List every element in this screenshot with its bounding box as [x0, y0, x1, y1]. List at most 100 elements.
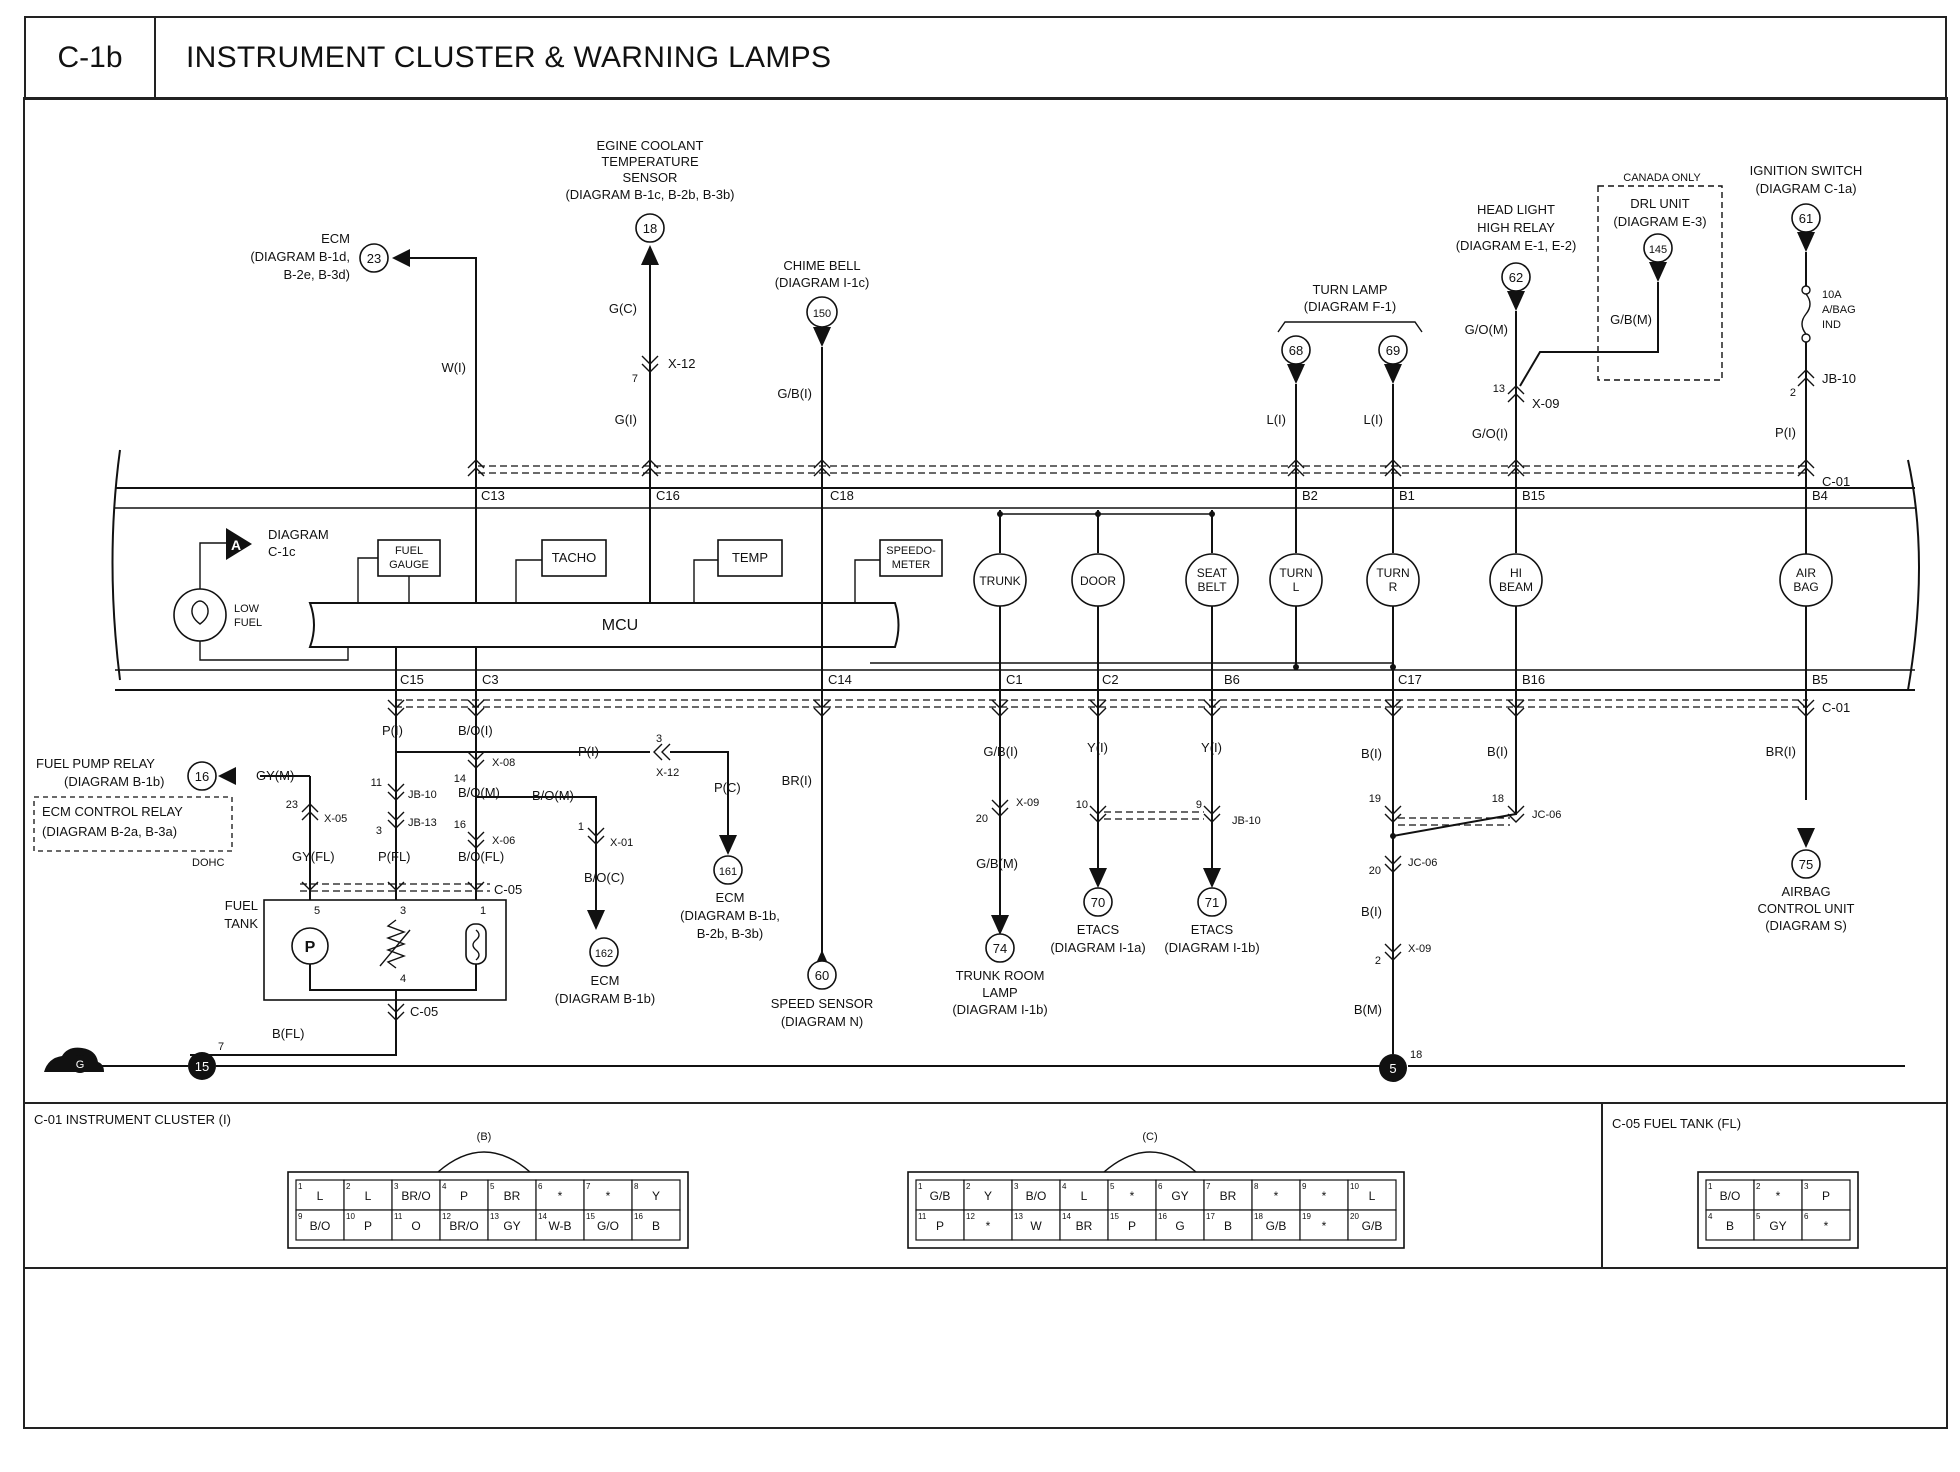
conn-c-pin-number: 17 — [1206, 1212, 1215, 1221]
turnlamp-label-1: TURN LAMP — [1312, 282, 1387, 297]
speed-label-1: SPEED SENSOR — [771, 996, 874, 1011]
gauge-temp-label: TEMP — [732, 550, 768, 565]
bottom-connector-marks: C15 C3 C14 C1 C2 B6 C17 B16 B5 C-01 — [387, 672, 1850, 717]
etacs-70-ref: Y(I) 10 70 ETACS (DIAGRAM I-1a) — [1050, 647, 1146, 955]
conn-c-pin-wire: GY — [1171, 1189, 1188, 1203]
ecmrelay-label-2: (DIAGRAM B-2a, B-3a) — [42, 824, 177, 839]
conn-c-pin-wire: BR — [1076, 1219, 1093, 1233]
turnlamp-number-1: 68 — [1289, 343, 1303, 358]
headlight-label-2: HIGH RELAY — [1477, 220, 1555, 235]
turnlamp-number-2: 69 — [1386, 343, 1400, 358]
conn-b-pin-3: 3BR/O — [391, 1179, 441, 1211]
speed-wire: BR(I) — [782, 773, 812, 788]
etacs71-conn: JB-10 — [1232, 815, 1261, 827]
bottom-conn-c01: C-01 — [1822, 700, 1850, 715]
x01-pin: 1 — [578, 821, 584, 833]
bo-pin-2: 16 — [454, 819, 466, 831]
conn-c-pin-3: 3B/O — [1011, 1179, 1061, 1211]
etacs70-number: 70 — [1091, 895, 1105, 910]
coolant-label-3: SENSOR — [623, 170, 678, 185]
ground5-pin-18: 18 — [1492, 793, 1504, 805]
conn-c-pin-1: 1G/B — [915, 1179, 965, 1211]
conn-b-pin-number: 4 — [442, 1182, 447, 1191]
conn-fuel-pin-6: 6* — [1801, 1209, 1851, 1241]
lamp-turn-r-label: R — [1389, 580, 1398, 594]
chime-wire: G/B(I) — [777, 386, 812, 401]
connector-views: C-01 INSTRUMENT CLUSTER (I) C-05 FUEL TA… — [34, 1112, 1859, 1249]
lamp-hi-beam-label: HI — [1510, 566, 1522, 580]
gauge-temp: TEMP — [693, 539, 783, 603]
gauge-fuel-label-2: GAUGE — [389, 559, 429, 571]
conn-b-pin-15: 15G/O — [583, 1209, 633, 1241]
headlight-conn: X-09 — [1532, 396, 1559, 411]
conn-b-pin-4: 4P — [439, 1179, 489, 1211]
ecm-23-number: 23 — [367, 251, 381, 266]
etacs71-wire: Y(I) — [1201, 740, 1222, 755]
p-conn-1: JB-10 — [408, 789, 437, 801]
conn-b-pin-wire: B/O — [310, 1219, 331, 1233]
headlight-wire-1: G/O(M) — [1465, 322, 1508, 337]
c01-title: C-01 INSTRUMENT CLUSTER (I) — [34, 1112, 231, 1127]
etacs71-number: 71 — [1205, 895, 1219, 910]
ecm-23-label-1: ECM — [321, 231, 350, 246]
ecm-161-label-1: ECM — [716, 890, 745, 905]
etacs71-label-2: (DIAGRAM I-1b) — [1164, 940, 1259, 955]
ecmrelay-label-1: ECM CONTROL RELAY — [42, 804, 183, 819]
conn-b-pin-number: 1 — [298, 1182, 303, 1191]
gauge-speedo-label-2: METER — [892, 559, 931, 571]
conn-c-pin-number: 20 — [1350, 1212, 1359, 1221]
fuel-tank-label-1: FUEL — [225, 898, 258, 913]
turnlamp-wire-1: L(I) — [1267, 412, 1287, 427]
conn-fuel-pin-number: 1 — [1708, 1182, 1713, 1191]
conn-c-pin-8: 8* — [1251, 1179, 1301, 1211]
pin-b6: B6 — [1224, 672, 1240, 687]
drl-label-1: DRL UNIT — [1630, 196, 1690, 211]
top-connector-marks: C-01 — [467, 459, 1850, 489]
conn-b-pin-14: 14W-B — [535, 1209, 585, 1241]
conn-b-pin-10: 10P — [343, 1209, 393, 1241]
conn-fuel-pin-wire: * — [1824, 1219, 1829, 1233]
conn-c-pin-number: 13 — [1014, 1212, 1023, 1221]
ecm-23-ref: ECM (DIAGRAM B-1d, B-2e, B-3d) 23 W(I) C… — [250, 231, 505, 603]
conn-c-pin-wire: L — [1081, 1189, 1088, 1203]
pin-b15: B15 — [1522, 488, 1545, 503]
conn-b-pin-number: 11 — [394, 1212, 403, 1221]
conn-b-pin-wire: BR/O — [401, 1189, 430, 1203]
lamp-air-bag-label: AIR — [1796, 566, 1816, 580]
low-fuel-lamp: LOW FUEL — [173, 542, 349, 661]
tank-pin-7: 7 — [218, 1041, 224, 1053]
bo-conn-2: X-06 — [492, 835, 515, 847]
conn-fuel-pin-1: 1B/O — [1705, 1179, 1755, 1211]
speed-label-2: (DIAGRAM N) — [781, 1014, 863, 1029]
conn-c-pin-wire: G/B — [1266, 1219, 1287, 1233]
conn-c-pin-11: 11P — [915, 1209, 965, 1241]
gauge-tacho: TACHO — [515, 539, 607, 603]
conn-b-pin-wire: P — [460, 1189, 468, 1203]
c05-title: C-05 FUEL TANK (FL) — [1612, 1116, 1741, 1131]
ecm-161-ref: 161 ECM (DIAGRAM B-1b, B-2b, B-3b) — [680, 855, 780, 941]
conn-c-pin-number: 12 — [966, 1212, 975, 1221]
diagram-a-letter: A — [231, 537, 241, 553]
lamp-seat-belt-label: SEAT — [1197, 566, 1228, 580]
airbag-label-2: CONTROL UNIT — [1757, 901, 1854, 916]
conn-b-pin-number: 9 — [298, 1212, 303, 1221]
pin-b16: B16 — [1522, 672, 1545, 687]
tank-pin-4: 4 — [400, 973, 406, 985]
lamp-door-label: DOOR — [1080, 574, 1116, 588]
drl-unit-ref: CANADA ONLY DRL UNIT (DIAGRAM E-3) 145 G… — [1519, 172, 1723, 387]
conn-b-pin-number: 7 — [586, 1182, 591, 1191]
conn-fuel-pin-wire: B — [1726, 1219, 1734, 1233]
trunk-wire-1: G/B(I) — [983, 744, 1018, 759]
conn-b-pin-9: 9B/O — [295, 1209, 345, 1241]
conn-c-pin-number: 15 — [1110, 1212, 1119, 1221]
chime-label-2: (DIAGRAM I-1c) — [775, 275, 870, 290]
ground5-conn-2: JC-06 — [1408, 857, 1437, 869]
conn-b-pin-number: 15 — [586, 1212, 595, 1221]
conn-b-pin-wire: L — [365, 1189, 372, 1203]
conn-b-pin-6: 6* — [535, 1179, 585, 1211]
conn-b-pin-number: 2 — [346, 1182, 351, 1191]
ecm-23-wire: W(I) — [441, 360, 466, 375]
ecm-161-label-3: B-2b, B-3b) — [697, 926, 763, 941]
etacs70-wire: Y(I) — [1087, 740, 1108, 755]
